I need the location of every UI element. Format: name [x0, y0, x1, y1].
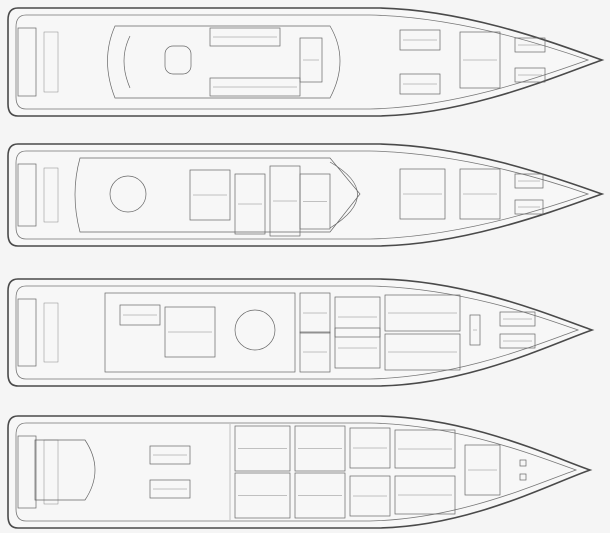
hull-inner-line: [15, 422, 578, 522]
upper-deck-structure: [107, 25, 341, 99]
room: [394, 429, 456, 469]
room: [469, 314, 481, 346]
room: [399, 73, 441, 95]
room: [234, 173, 266, 235]
room: [514, 67, 546, 83]
room: [294, 425, 346, 472]
room: [399, 29, 441, 51]
room: [464, 444, 501, 496]
room: [234, 472, 291, 519]
room: [519, 459, 527, 467]
room: [514, 199, 544, 215]
stern-steps: [43, 167, 59, 223]
bridge-arc: [329, 161, 358, 229]
room: [349, 475, 391, 517]
hull-outline: [7, 415, 593, 529]
room: [189, 169, 231, 221]
room: [149, 445, 191, 465]
stern-platform: [17, 298, 37, 367]
room: [294, 472, 346, 519]
stern-platform: [17, 435, 37, 509]
room: [499, 333, 536, 349]
room: [164, 306, 216, 358]
hull-outline: [7, 7, 605, 117]
deck-3: [7, 278, 595, 387]
room: [384, 333, 461, 371]
room: [394, 475, 456, 515]
room: [499, 311, 536, 327]
room: [234, 425, 291, 472]
room: [299, 331, 331, 373]
room: [349, 427, 391, 469]
deck-2: [7, 143, 605, 247]
stern-steps: [43, 31, 59, 93]
stern-platform: [17, 27, 37, 97]
deck-structure: [74, 157, 361, 233]
room: [119, 304, 161, 326]
room: [519, 473, 527, 481]
room: [299, 37, 323, 83]
hull-inner-line: [15, 285, 580, 380]
deck-1: [7, 7, 605, 117]
room: [334, 327, 381, 369]
hull-outline: [7, 143, 605, 247]
jacuzzi: [164, 45, 192, 75]
stern-platform: [17, 163, 37, 227]
room: [459, 168, 501, 220]
tender: [34, 439, 96, 501]
room: [334, 296, 381, 338]
arc-line: [123, 35, 131, 89]
room: [299, 292, 331, 334]
room: [459, 31, 501, 89]
room: [399, 168, 446, 220]
hull-inner-line: [15, 150, 590, 240]
room: [209, 77, 301, 97]
main-salon: [104, 292, 296, 373]
room: [514, 37, 546, 53]
stern-steps: [43, 302, 59, 363]
room: [299, 173, 331, 230]
room: [384, 294, 461, 332]
room: [209, 27, 281, 47]
hull-inner-line: [15, 14, 590, 110]
dining-table: [109, 175, 147, 213]
deck-4: [7, 415, 593, 529]
room: [149, 479, 191, 499]
room: [514, 173, 544, 189]
dining-table: [234, 309, 276, 351]
